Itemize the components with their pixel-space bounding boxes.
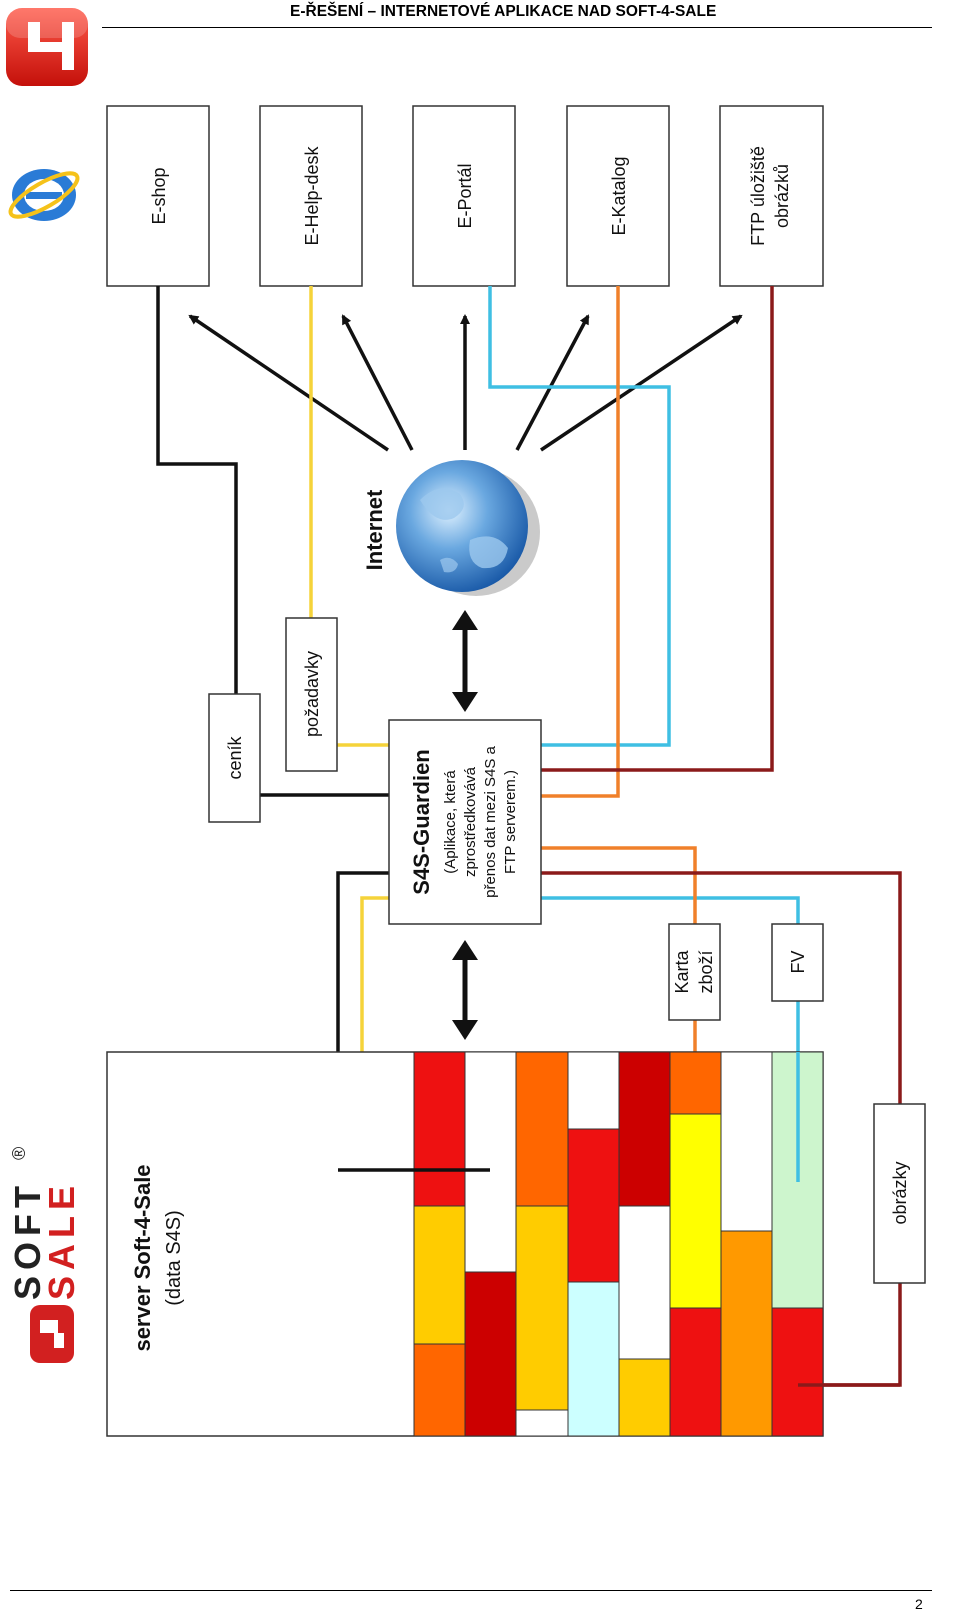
data-block	[567, 1128, 620, 1283]
karta-label-1: Karta	[672, 950, 692, 994]
line-guardian-karta	[541, 846, 697, 924]
data-block	[618, 1051, 671, 1207]
obrazky-box: obrázky	[873, 1103, 926, 1284]
cenik-box: ceník	[208, 693, 261, 823]
guardian-desc-1: (Aplikace, která	[442, 770, 459, 874]
footer-rule	[10, 1590, 932, 1591]
line-eshop-cenik	[156, 286, 238, 694]
line-portal-guardian	[488, 286, 671, 747]
data-block	[669, 1051, 722, 1115]
data-block	[515, 1051, 569, 1207]
soft-logo-text: SOFT	[7, 1180, 48, 1300]
karta-zbozi-box: Karta zboží	[668, 923, 721, 1021]
data-block	[669, 1113, 722, 1309]
app-box-ftp: FTP úložiště obrázků	[719, 105, 824, 287]
pozadavky-box: požadavky	[285, 617, 338, 772]
line-katalog-guardian	[541, 286, 620, 798]
app-label-eshop: E-shop	[149, 167, 169, 224]
app-box-katalog: E-Katalog	[566, 105, 670, 287]
data-block	[464, 1271, 517, 1437]
ie-browser-icon	[8, 169, 80, 221]
fv-box: FV	[771, 923, 824, 1002]
line-guardian-fv	[541, 896, 800, 924]
line-ftp-guardian	[541, 286, 774, 772]
guardian-title: S4S-Guardien	[409, 749, 434, 894]
data-block	[464, 1051, 517, 1273]
obrazky-label: obrázky	[890, 1161, 910, 1224]
data-block	[669, 1307, 722, 1437]
fv-label: FV	[788, 950, 808, 973]
app-label-katalog: E-Katalog	[609, 156, 629, 235]
server-data-blocks	[413, 1051, 824, 1437]
app-box-helpdesk: E-Help-desk	[259, 105, 363, 287]
arrow-to-helpdesk	[341, 314, 414, 451]
arrow-to-ftp	[540, 314, 743, 452]
registered-mark: ®	[9, 1147, 29, 1160]
app-box-portal: E-Portál	[412, 105, 516, 287]
data-block	[413, 1205, 466, 1345]
data-block	[413, 1051, 466, 1207]
app-label-ftp-2: obrázků	[772, 164, 792, 228]
data-block	[771, 1307, 824, 1437]
internet-label: Internet	[362, 489, 387, 570]
arrow-to-eshop	[188, 314, 389, 452]
cenik-label: ceník	[225, 735, 245, 779]
server-label-1: server Soft-4-Sale	[130, 1164, 155, 1351]
double-arrow-guardian-server	[452, 940, 478, 1040]
page-header-title: E-ŘEŠENÍ – INTERNETOVÉ APLIKACE NAD SOFT…	[290, 3, 717, 20]
guardian-box: S4S-Guardien (Aplikace, která zprostředk…	[388, 719, 542, 925]
guardian-desc-3: přenos dat mezi S4S a	[482, 745, 499, 897]
sale-logo-text: SALE	[41, 1180, 82, 1300]
data-block	[567, 1051, 620, 1130]
page-number: 2	[915, 1596, 923, 1612]
soft4sale-logo-icon	[6, 8, 88, 86]
line-guardian-obrazky	[541, 871, 902, 1104]
karta-label-2: zboží	[696, 950, 716, 993]
data-block	[515, 1409, 569, 1437]
data-block	[720, 1230, 773, 1437]
arrow-to-katalog	[515, 314, 590, 451]
internet-arrows	[188, 314, 743, 452]
server-label-2: (data S4S)	[163, 1210, 185, 1306]
header-rule	[102, 27, 932, 28]
data-block	[515, 1205, 569, 1411]
guardian-desc-2: zprostředkovává	[462, 766, 479, 877]
data-block	[618, 1358, 671, 1437]
pozadavky-label: požadavky	[302, 651, 322, 737]
internet-globe-icon	[396, 460, 540, 596]
app-box-eshop: E-shop	[106, 105, 210, 287]
app-label-portal: E-Portál	[455, 163, 475, 228]
double-arrow-internet-guardian	[452, 610, 478, 712]
app-label-helpdesk: E-Help-desk	[302, 145, 322, 245]
soft-sale-side-logo: SOFT SALE ®	[7, 1147, 82, 1363]
guardian-desc-4: FTP serverem.)	[502, 770, 519, 874]
data-block	[567, 1281, 620, 1437]
data-block	[720, 1051, 773, 1232]
data-block	[618, 1205, 671, 1360]
data-block	[413, 1343, 466, 1437]
app-label-ftp-1: FTP úložiště	[748, 146, 768, 246]
